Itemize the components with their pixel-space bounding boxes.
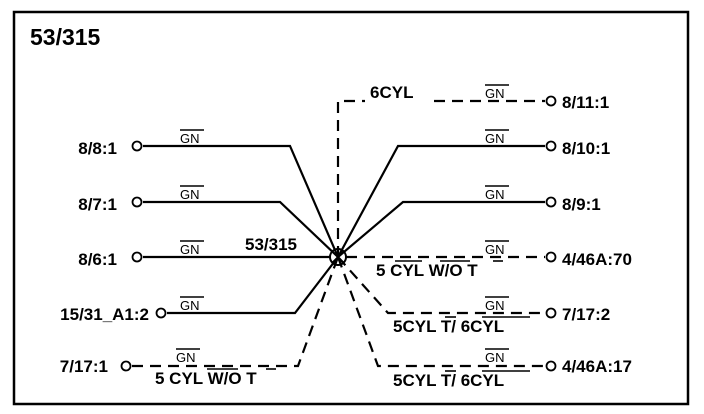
terminal-label: 15/31_A1:2 — [60, 305, 149, 324]
wire-color-label: GN — [485, 187, 505, 202]
wire-line — [143, 144, 340, 258]
diagram-frame — [12, 10, 690, 406]
wire-color-label: GN — [485, 242, 505, 257]
wire-option-note: 5 CYL W/O T — [376, 261, 478, 280]
wire-line — [336, 99, 545, 257]
terminal-label: 4/46A:70 — [562, 250, 632, 269]
terminal — [545, 95, 557, 107]
wire-line — [167, 256, 339, 315]
note-mask — [365, 81, 432, 103]
wire-color-label: GN — [180, 242, 200, 257]
wire-option-note: 6CYL — [370, 83, 413, 102]
right-wire-5: 7/17:2 GN 5CYL T/ 6CYL — [337, 256, 610, 336]
wire-line — [337, 256, 545, 315]
left-wire-5: 7/17:1 GN 5 CYL W/O T — [60, 256, 340, 388]
left-wire-1: 8/8:1 GN — [78, 129, 340, 258]
right-wire-6: 4/46A:17 GN 5CYL T/ 6CYL — [336, 256, 632, 390]
terminal — [131, 196, 143, 208]
wire-color-label: GN — [485, 131, 505, 146]
wire-line — [143, 200, 339, 258]
left-wire-3: 8/6:1 GN — [78, 240, 330, 269]
terminal-label: 4/46A:17 — [562, 357, 632, 376]
left-wire-2: 8/7:1 GN — [78, 185, 339, 258]
wire-color-label: GN — [485, 86, 505, 101]
wire-option-note: 5CYL T/ 6CYL — [393, 317, 504, 336]
wire-line — [336, 256, 545, 368]
terminal — [131, 251, 143, 263]
terminal — [131, 140, 143, 152]
terminal — [155, 307, 167, 319]
terminal — [545, 360, 557, 372]
wire-color-label: GN — [180, 187, 200, 202]
terminal-label: 8/6:1 — [78, 250, 117, 269]
terminal-label: 8/7:1 — [78, 195, 117, 214]
wire-option-note: 5 CYL W/O T — [155, 369, 257, 388]
wire-color-label: GN — [485, 350, 505, 365]
terminal — [545, 140, 557, 152]
splice-label: 53/315 — [245, 235, 297, 254]
terminal-label: 8/11:1 — [562, 93, 609, 112]
wire-color-label: GN — [180, 131, 200, 146]
wire-line — [337, 200, 545, 258]
terminal — [545, 251, 557, 263]
diagram-title: 53/315 — [30, 24, 101, 50]
right-wire-1: 8/11:1 GN 6CYL — [336, 81, 609, 257]
wire-color-label: GN — [485, 298, 505, 313]
wire-line — [337, 144, 545, 258]
terminal-label: 7/17:1 — [60, 357, 108, 376]
terminal — [120, 360, 132, 372]
wire-line — [132, 256, 340, 368]
terminal — [545, 307, 557, 319]
terminal-label: 7/17:2 — [562, 305, 610, 324]
left-wire-4: 15/31_A1:2 GN — [60, 256, 339, 324]
terminal-label: 8/9:1 — [562, 195, 601, 214]
right-wire-3: 8/9:1 GN — [337, 185, 601, 258]
right-wire-2: 8/10:1 GN — [337, 129, 610, 258]
wire-color-label: GN — [180, 298, 200, 313]
wire-option-note: 5CYL T/ 6CYL — [393, 371, 504, 390]
wire-color-label: GN — [176, 350, 196, 365]
terminal-label: 8/10:1 — [562, 139, 610, 158]
right-wire-4: 4/46A:70 GN 5 CYL W/O T — [346, 240, 632, 280]
terminal — [545, 196, 557, 208]
terminal-label: 8/8:1 — [78, 139, 117, 158]
